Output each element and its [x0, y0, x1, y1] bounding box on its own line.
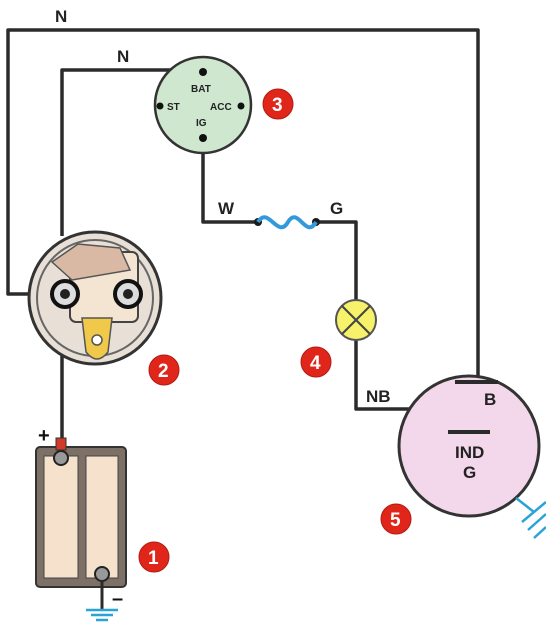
badge-4: 4: [300, 346, 332, 378]
alternator: B IND G: [397, 374, 546, 539]
battery-negative-post: [94, 566, 110, 582]
battery-ground-icon: [86, 608, 118, 622]
warning-lamp: [335, 299, 377, 341]
terminal-acc: [237, 102, 245, 110]
wire-label-g: G: [330, 199, 343, 218]
svg-text:3: 3: [272, 95, 283, 116]
svg-text:2: 2: [158, 361, 169, 382]
alternator-label-b: B: [484, 390, 496, 409]
badge-3: 3: [262, 88, 294, 120]
wire-w: [201, 140, 258, 224]
battery-positive-post: [53, 450, 69, 466]
terminal-ig: [199, 134, 207, 142]
starter-motor: [27, 230, 163, 366]
wire-label-nb: NB: [366, 387, 391, 406]
wire-label-n-outer: N: [55, 7, 67, 26]
wire-n-inner: [60, 68, 204, 236]
terminal-label-ig: IG: [196, 118, 207, 129]
wire-g: [316, 220, 358, 300]
badge-2: 2: [148, 354, 180, 386]
wire-label-w: W: [218, 199, 235, 218]
terminal-label-bat: BAT: [191, 84, 211, 95]
svg-text:5: 5: [390, 510, 401, 531]
alternator-label-ind: IND: [455, 443, 484, 462]
alternator-label-g: G: [463, 463, 476, 482]
terminal-label-st: ST: [167, 102, 180, 113]
badge-5: 5: [380, 503, 412, 535]
terminal-st: [156, 102, 164, 110]
battery-plus-sign: +: [38, 425, 50, 447]
wire-label-n-inner: N: [117, 47, 129, 66]
fuse: [256, 215, 318, 230]
terminal-bat: [199, 68, 207, 76]
wire-n-outer: [6, 28, 480, 380]
battery: + –: [35, 425, 127, 622]
svg-text:1: 1: [148, 548, 159, 569]
svg-text:4: 4: [310, 353, 321, 374]
terminal-label-acc: ACC: [210, 102, 232, 113]
battery-minus-sign: –: [112, 588, 123, 610]
ignition-switch: BAT ST ACC IG: [153, 55, 253, 155]
alternator-ground-icon: [515, 497, 546, 539]
badge-1: 1: [138, 541, 170, 573]
